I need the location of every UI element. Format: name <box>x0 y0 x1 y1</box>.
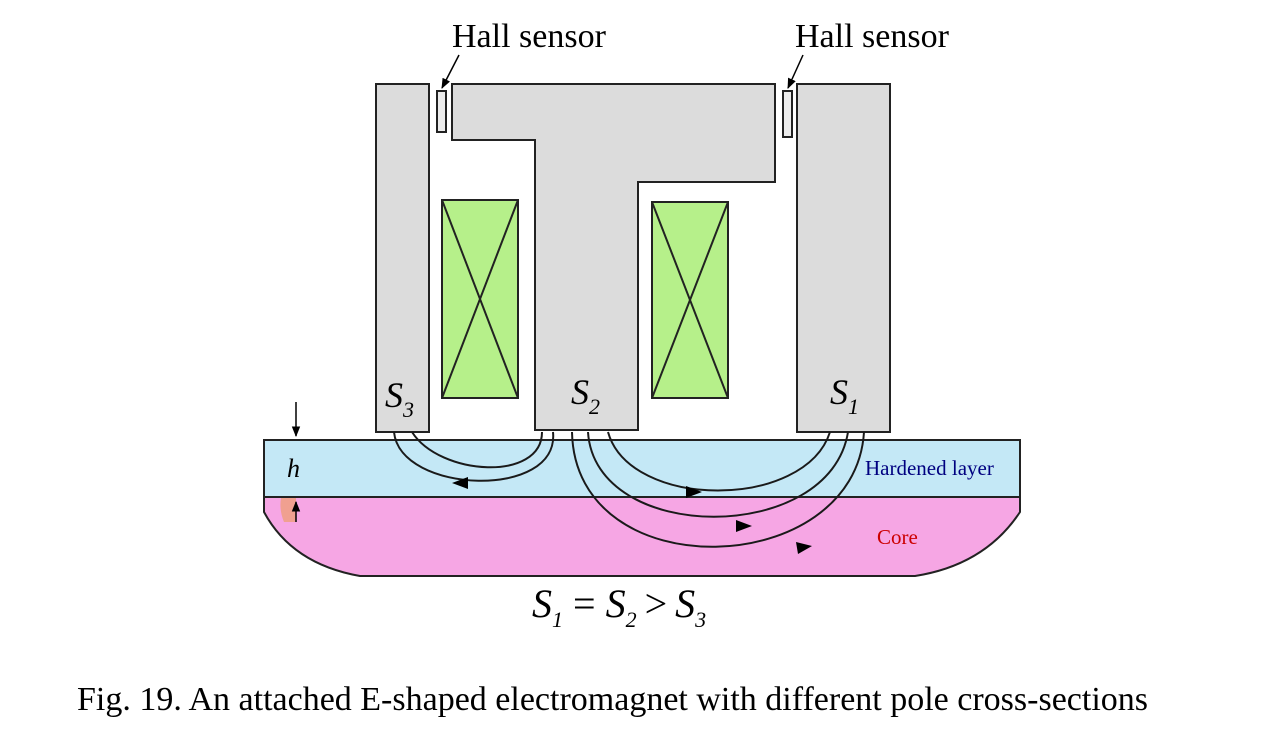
core-region <box>263 496 1021 577</box>
flux-arrow <box>686 486 702 498</box>
hall-sensor-left-pointer <box>441 54 460 89</box>
pole-area-equation: S1=S2>S3 <box>532 581 706 632</box>
core-label: Core <box>877 525 918 549</box>
flux-arrow <box>452 477 468 489</box>
flux-arrow <box>736 520 752 532</box>
flux-lines <box>393 431 865 554</box>
pole-s2-label: S2 <box>571 372 600 419</box>
coil-right <box>651 201 729 399</box>
flux-arrow <box>796 542 812 554</box>
pole-s3-label: S3 <box>385 375 414 422</box>
hall-sensor-left-label: Hall sensor <box>452 18 607 55</box>
coil-left <box>441 199 519 399</box>
figure-caption: Fig. 19. An attached E-shaped electromag… <box>77 681 1148 718</box>
pole-s3 <box>375 83 430 433</box>
hall-sensor-right-label: Hall sensor <box>795 18 950 55</box>
flux-line <box>571 431 865 548</box>
hall-sensor-left-element <box>436 90 447 133</box>
hall-sensor-right-element <box>782 90 793 138</box>
hall-sensor-right-pointer <box>787 54 804 89</box>
center-pole-s2 <box>451 83 776 431</box>
pole-s1-label: S1 <box>830 372 859 419</box>
flux-line <box>411 431 543 469</box>
flux-line <box>587 431 849 518</box>
hardened-layer-label: Hardened layer <box>865 456 994 480</box>
pole-s1 <box>796 83 891 433</box>
hardened-layer-region <box>263 439 1021 498</box>
flux-line <box>393 431 555 482</box>
depth-marker-tint <box>280 498 296 522</box>
depth-label: h <box>287 454 300 483</box>
flux-line <box>607 431 831 492</box>
